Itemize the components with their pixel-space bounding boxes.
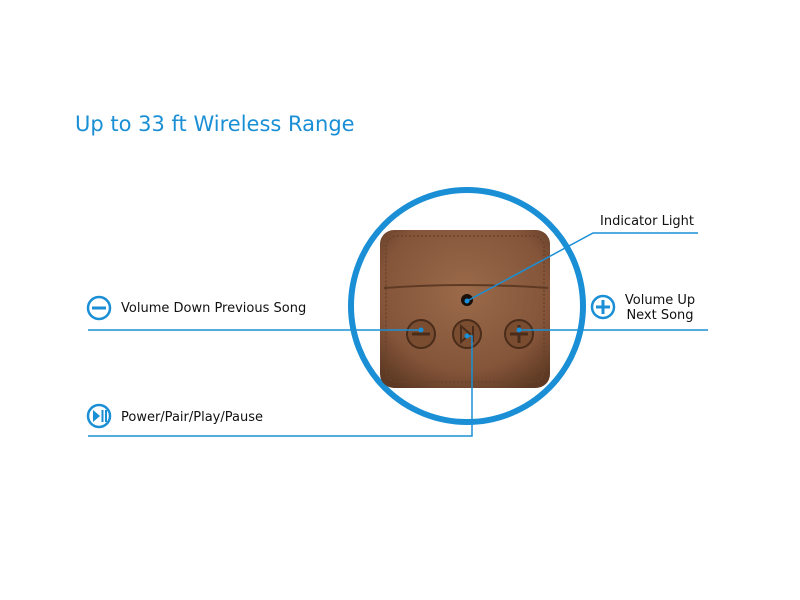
remote-device [380, 230, 550, 388]
volume-down-dot [418, 327, 424, 333]
volume-up-line2: Next Song [626, 308, 694, 323]
stitching [385, 235, 545, 383]
power-label: Power/Pair/Play/Pause [121, 410, 263, 425]
indicator-leader [466, 232, 698, 302]
volume-up-dot [516, 327, 522, 333]
volume-down-button[interactable] [406, 319, 436, 349]
plus-circle-icon [590, 294, 616, 320]
volume-down-label: Volume Down Previous Song [121, 301, 307, 316]
volume-up-label: Volume Up Next Song [620, 293, 700, 323]
page-title: Up to 33 ft Wireless Range [75, 112, 355, 136]
minus-circle-icon [86, 295, 112, 321]
leather-seam [383, 284, 549, 289]
volume-up-button[interactable] [504, 319, 534, 349]
play-pause-circle-icon [86, 403, 112, 429]
leather-body [380, 230, 550, 388]
indicator-light-label: Indicator Light [600, 214, 695, 229]
volume-up-line1: Volume Up [624, 293, 696, 308]
power-dot [464, 333, 470, 339]
indicator-dot [464, 298, 470, 304]
